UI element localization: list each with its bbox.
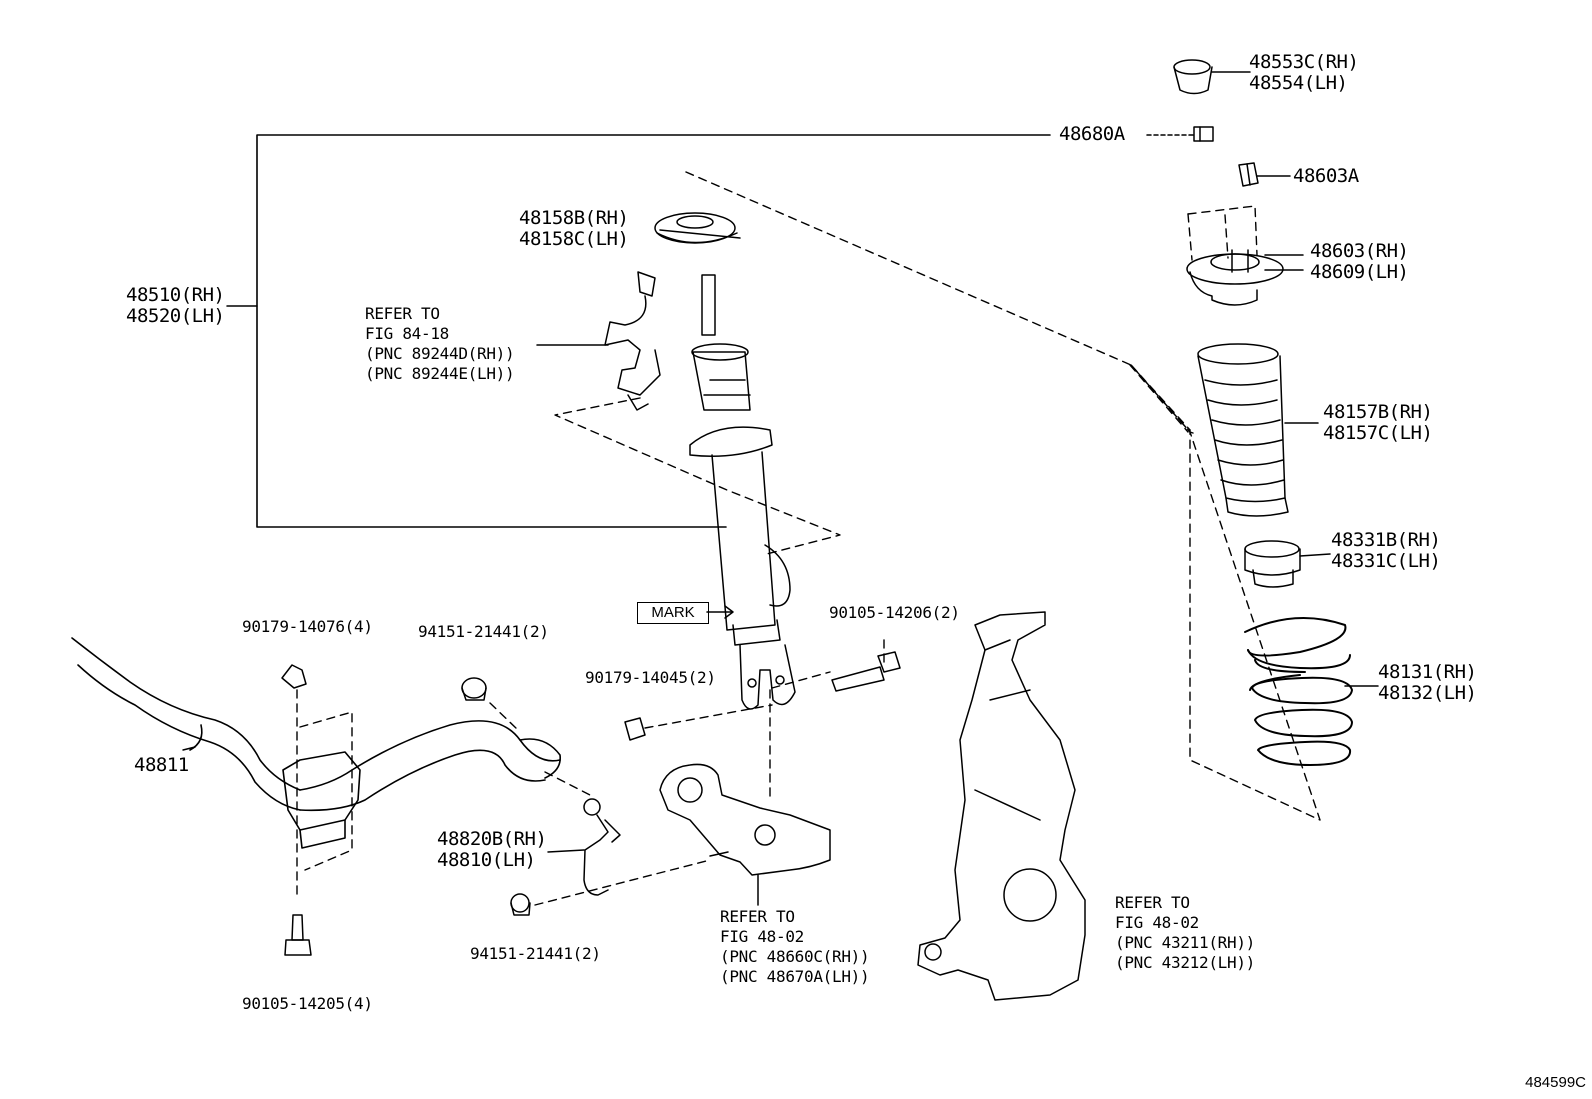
nut-part bbox=[1193, 126, 1214, 142]
mark-arrow bbox=[706, 605, 734, 619]
dashed-guides bbox=[296, 171, 1321, 906]
lower-arm-part bbox=[659, 763, 831, 876]
dust-boot-part bbox=[1197, 343, 1289, 517]
clip-part bbox=[281, 664, 307, 689]
part-label-48131: 48131(RH)48132(LH) bbox=[1378, 661, 1477, 704]
part-label-94151-top: 94151-21441(2) bbox=[418, 622, 549, 641]
part-label-94151-bottom: 94151-21441(2) bbox=[470, 944, 601, 963]
part-label-90105-14205: 90105-14205(4) bbox=[242, 994, 373, 1013]
figure-id: 484599C bbox=[1525, 1074, 1586, 1091]
dust-cap-part bbox=[1173, 59, 1213, 95]
stabilizer-link-part bbox=[583, 798, 621, 896]
part-label-48331: 48331B(RH)48331C(LH) bbox=[1331, 529, 1441, 572]
strut-part bbox=[689, 274, 796, 710]
fork-nut-part bbox=[624, 717, 646, 741]
part-label-48603: 48603(RH)48609(LH) bbox=[1310, 240, 1409, 283]
bracket-bolt-part bbox=[284, 914, 312, 956]
part-label-90179-14045: 90179-14045(2) bbox=[585, 668, 716, 687]
upper-mount-part bbox=[1186, 249, 1284, 306]
height-sensor-part bbox=[604, 271, 661, 411]
part-label-90179-14076: 90179-14076(4) bbox=[242, 617, 373, 636]
knuckle-bolt-part bbox=[831, 651, 901, 692]
part-label-90105-14206: 90105-14206(2) bbox=[829, 603, 960, 622]
bump-stopper-part bbox=[1244, 540, 1301, 588]
upper-insulator-part bbox=[654, 212, 738, 244]
stabilizer-bar-part bbox=[71, 637, 562, 849]
coil-spring-part bbox=[1244, 617, 1353, 766]
mark-label: MARK bbox=[637, 602, 709, 624]
part-label-48510: 48510(RH)48520(LH) bbox=[126, 284, 225, 327]
part-label-48680a: 48680A bbox=[1059, 123, 1125, 145]
part-label-48820: 48820B(RH)48810(LH) bbox=[437, 828, 547, 871]
part-label-48158: 48158B(RH)48158C(LH) bbox=[519, 207, 629, 250]
link-nut-part bbox=[510, 893, 531, 916]
part-label-48603a: 48603A bbox=[1293, 165, 1359, 187]
leader-lines bbox=[182, 71, 1379, 906]
part-label-48553: 48553C(RH)48554(LH) bbox=[1249, 51, 1359, 94]
steering-knuckle-part bbox=[917, 611, 1086, 1001]
stabilizer-nut-part bbox=[461, 677, 487, 701]
part-label-48157: 48157B(RH)48157C(LH) bbox=[1323, 401, 1433, 444]
mount-nut-part bbox=[1238, 162, 1259, 187]
part-label-48811: 48811 bbox=[134, 754, 189, 776]
